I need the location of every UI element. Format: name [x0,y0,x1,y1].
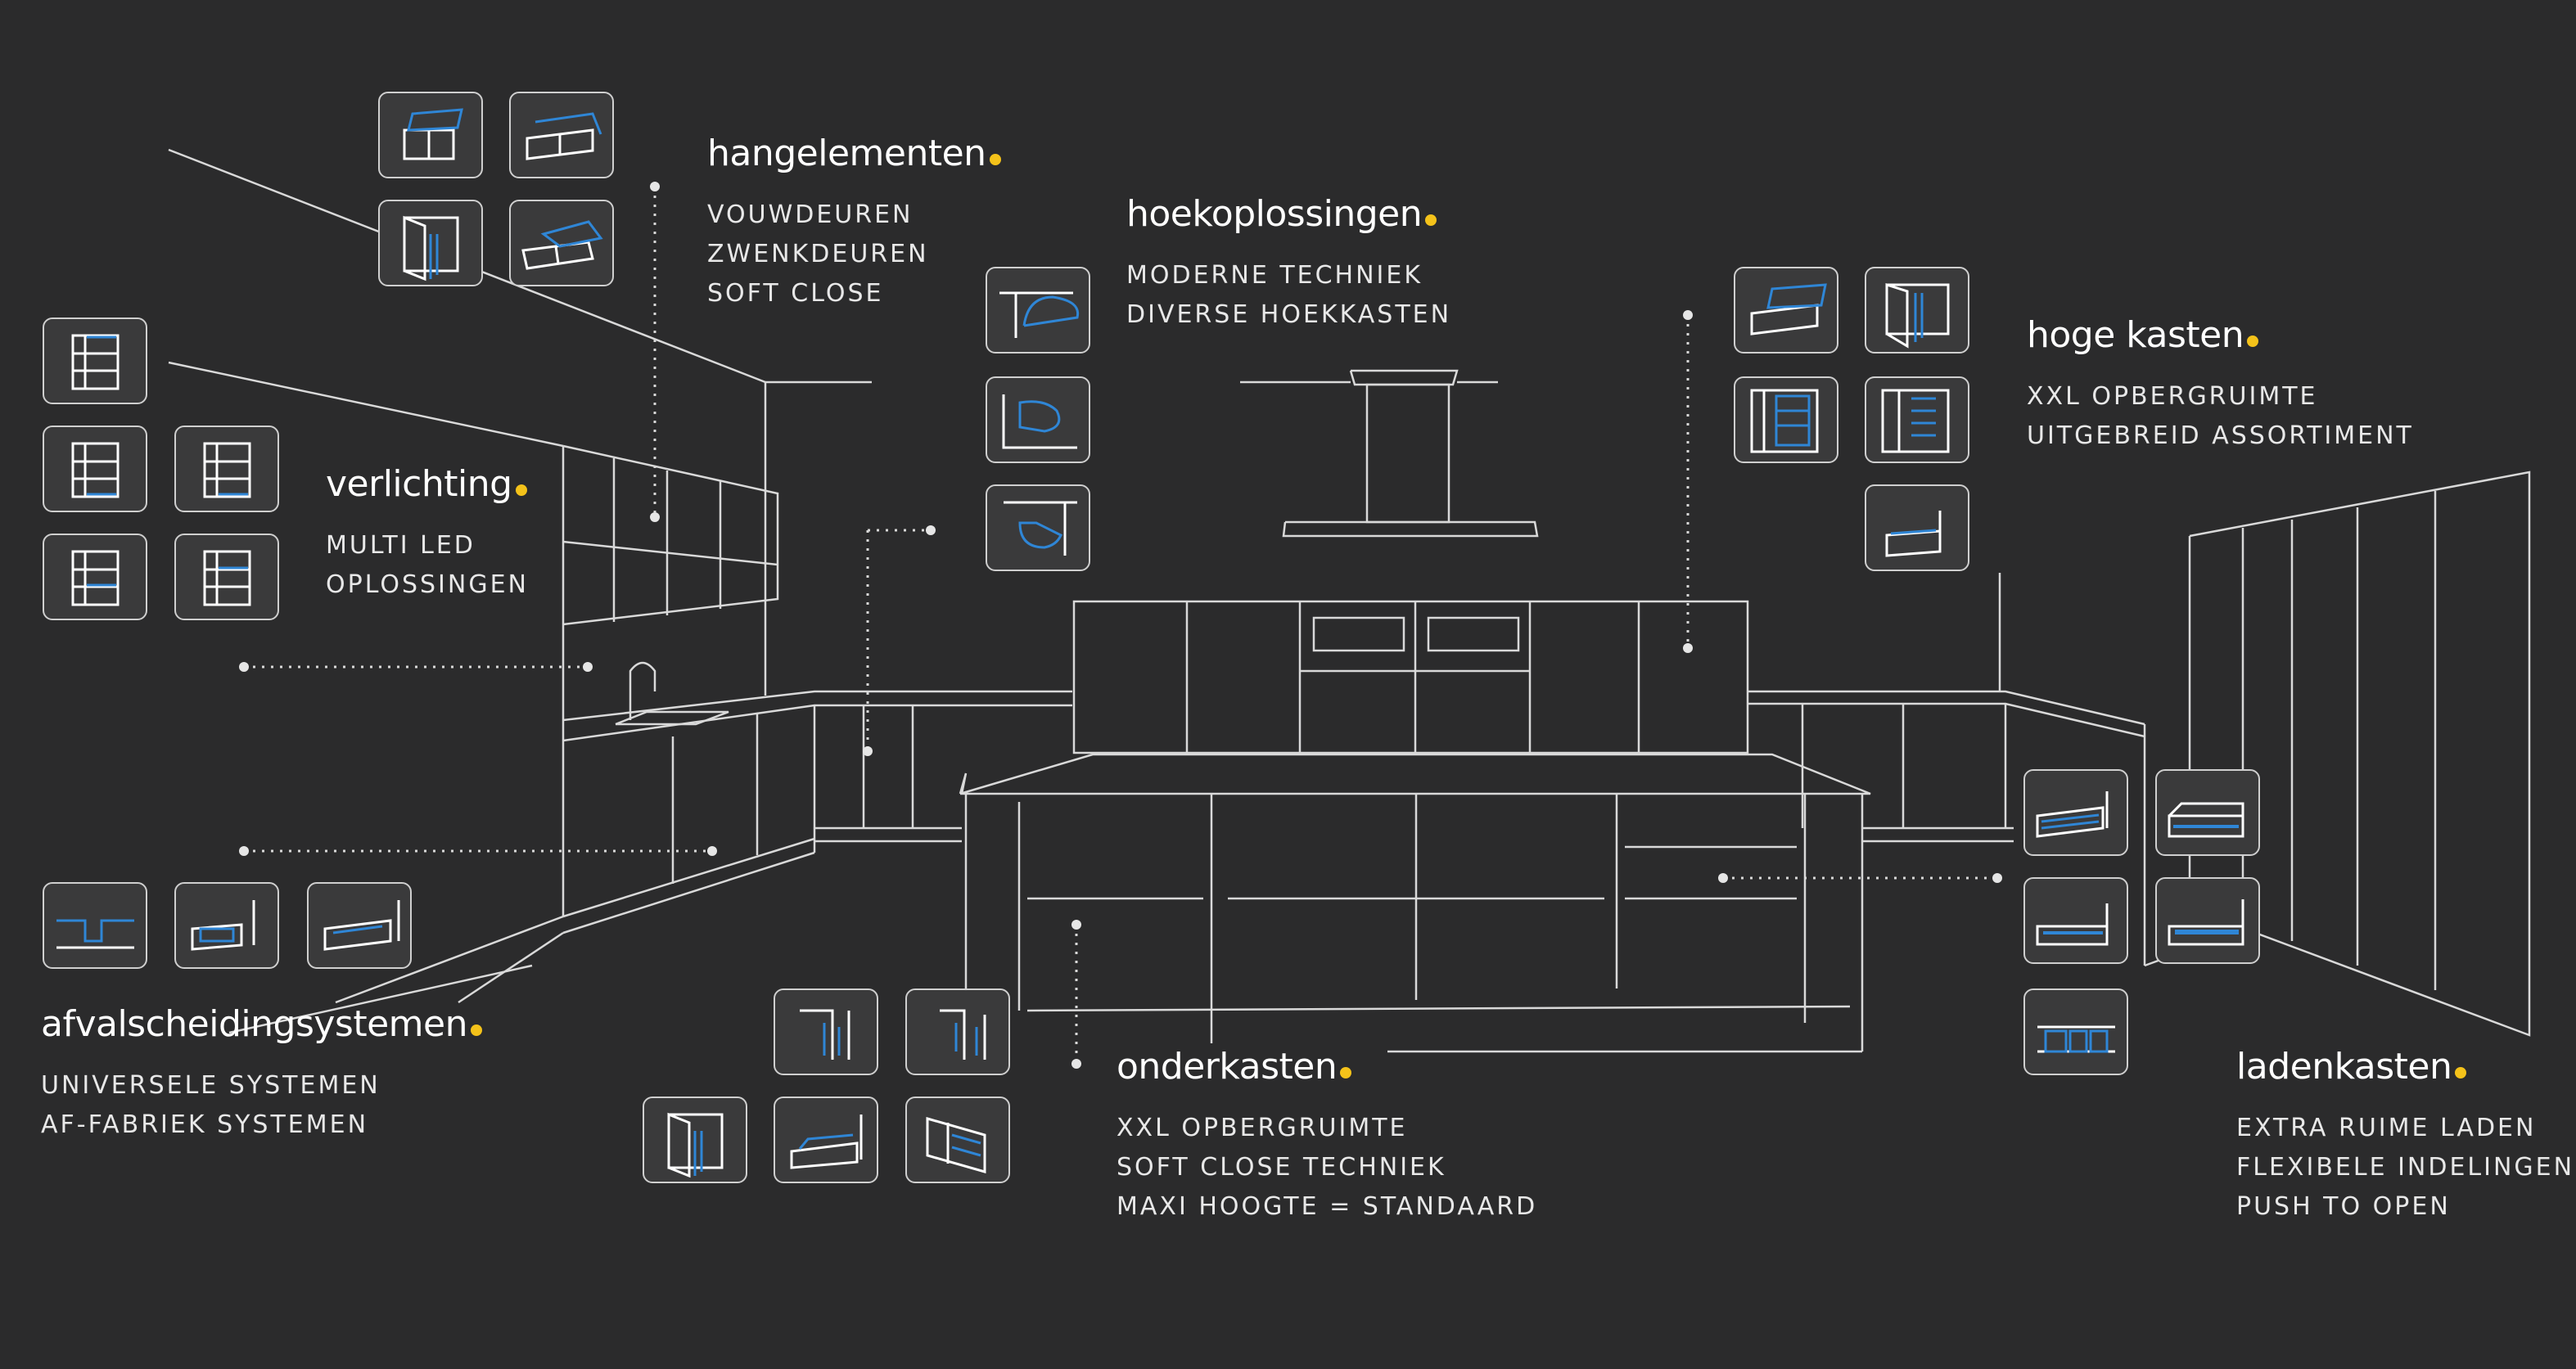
item: UNIVERSELE SYSTEMEN [41,1071,381,1100]
item: OPLOSSINGEN [326,570,529,599]
title-hoekoplossingen: hoekoplossingen [1126,193,1451,235]
wall-cabinet-flap-icon[interactable] [509,200,614,286]
drawer-cabinet-icon-5[interactable] [2023,988,2128,1075]
group-verlichting: verlichting MULTI LED OPLOSSINGEN [326,463,529,605]
wall-cabinet-swing-door-icon[interactable] [378,200,483,286]
group-hoekoplossingen: hoekoplossingen MODERNE TECHNIEK DIVERSE… [1126,193,1451,335]
accent-dot [2247,335,2259,347]
group-hoge-kasten: hoge kasten XXL OPBERGRUIMTE UITGEBREID … [2027,314,2414,456]
tall-cabinet-icon-4[interactable] [1865,376,1969,463]
tall-cabinet-icon-3[interactable] [1734,376,1838,463]
item: DIVERSE HOEKKASTEN [1126,300,1452,329]
item: MAXI HOOGTE = STANDAARD [1117,1192,1538,1221]
item: VOUWDEUREN [707,200,914,229]
corner-quarter-icon[interactable] [986,484,1090,571]
base-cabinet-icon-1[interactable] [774,988,878,1075]
waste-bin-icon[interactable] [43,882,147,969]
item: MODERNE TECHNIEK [1126,261,1423,290]
title-verlichting: verlichting [326,463,529,505]
drawer-cabinet-icon-3[interactable] [2023,877,2128,964]
led-cabinet-icon-4[interactable] [43,534,147,620]
accent-dot [515,484,527,496]
item: ZWENKDEUREN [707,240,929,268]
accent-dot [1340,1067,1352,1079]
led-cabinet-icon-3[interactable] [174,426,279,512]
title-hangelementen: hangelementen [707,133,1001,174]
base-cabinet-icon-4[interactable] [774,1097,878,1183]
group-hangelementen: hangelementen VOUWDEUREN ZWENKDEUREN SOF… [707,133,1001,313]
wall-cabinet-foldup-icon[interactable] [378,92,483,178]
tall-cabinet-icon-2[interactable] [1865,267,1969,354]
accent-dot [2455,1067,2467,1079]
title-hoge-kasten: hoge kasten [2027,314,2414,356]
accent-dot [470,1024,482,1036]
item: AF-FABRIEK SYSTEMEN [41,1110,369,1139]
item: XXL OPBERGRUIMTE [1117,1114,1408,1142]
waste-drawer-icon-2[interactable] [307,882,412,969]
corner-carousel-icon[interactable] [986,267,1090,354]
accent-dot [989,154,1001,165]
tall-cabinet-icon-1[interactable] [1734,267,1838,354]
drawer-cabinet-icon-4[interactable] [2155,877,2260,964]
group-afvalscheidingsystemen: afvalscheidingsystemen UNIVERSELE SYSTEM… [41,1003,482,1145]
item: FLEXIBELE INDELINGEN [2236,1153,2575,1182]
item: EXTRA RUIME LADEN [2236,1114,2537,1142]
base-cabinet-icon-2[interactable] [905,988,1010,1075]
led-cabinet-icon-5[interactable] [174,534,279,620]
item: SOFT CLOSE TECHNIEK [1117,1153,1446,1182]
accent-dot [1425,214,1437,226]
tall-cabinet-icon-5[interactable] [1865,484,1969,571]
drawer-cabinet-icon-2[interactable] [2155,769,2260,856]
led-cabinet-icon-2[interactable] [43,426,147,512]
led-cabinet-icon-1[interactable] [43,317,147,404]
title-onderkasten: onderkasten [1117,1046,1537,1088]
base-cabinet-icon-3[interactable] [643,1097,747,1183]
item: UITGEBREID ASSORTIMENT [2027,421,2414,450]
item: XXL OPBERGRUIMTE [2027,382,2318,411]
drawer-cabinet-icon-1[interactable] [2023,769,2128,856]
base-cabinet-icon-5[interactable] [905,1097,1010,1183]
waste-drawer-icon-1[interactable] [174,882,279,969]
title-ladenkasten: ladenkasten [2236,1046,2574,1088]
title-afvalscheidingsystemen: afvalscheidingsystemen [41,1003,482,1045]
group-onderkasten: onderkasten XXL OPBERGRUIMTE SOFT CLOSE … [1117,1046,1537,1227]
item: SOFT CLOSE [707,279,884,308]
item: MULTI LED [326,531,476,560]
item: PUSH TO OPEN [2236,1192,2451,1221]
corner-lemans-icon[interactable] [986,376,1090,463]
group-ladenkasten: ladenkasten EXTRA RUIME LADEN FLEXIBELE … [2236,1046,2574,1227]
wall-cabinet-liftup-icon[interactable] [509,92,614,178]
